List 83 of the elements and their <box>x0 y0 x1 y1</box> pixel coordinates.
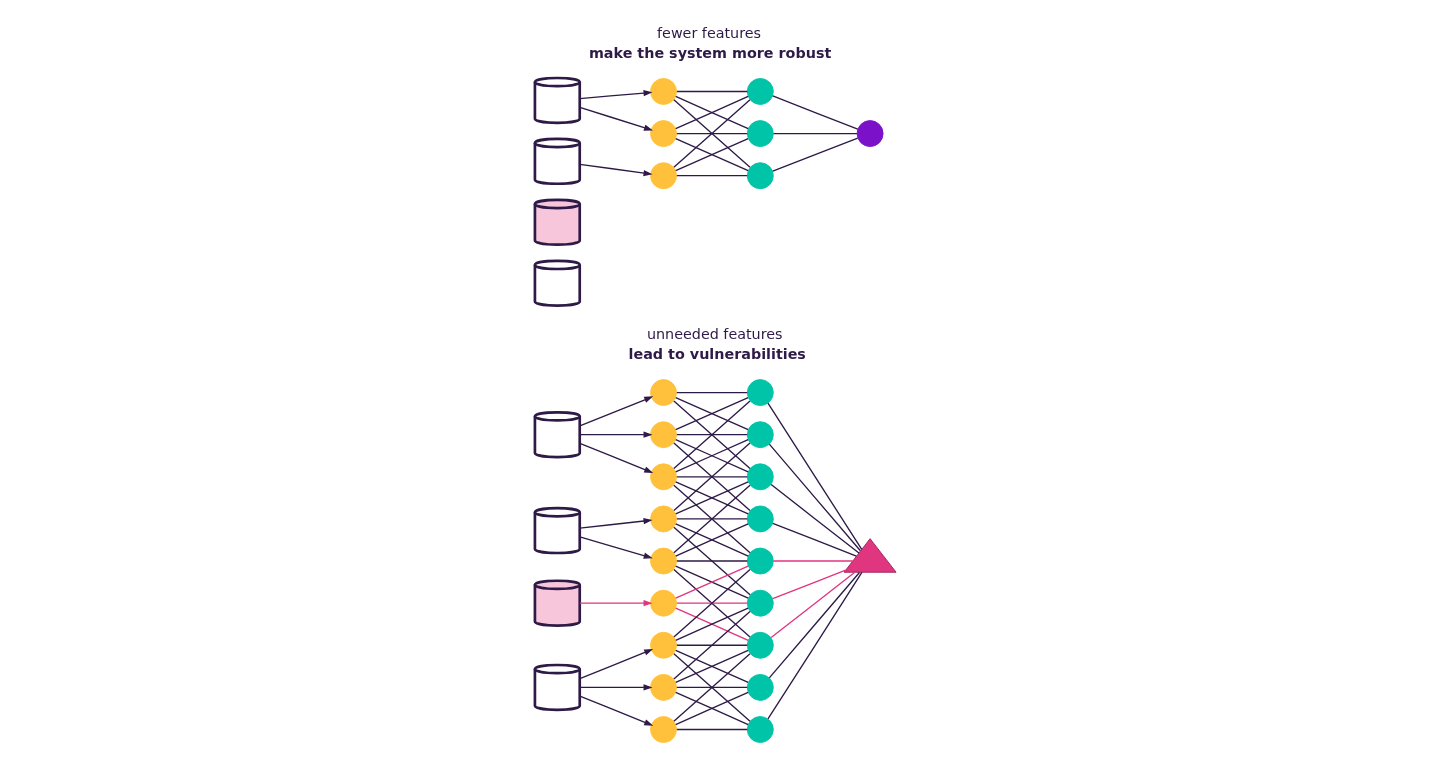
connector <box>675 476 748 478</box>
arrow <box>578 106 653 131</box>
node-circle <box>649 589 677 617</box>
node-circle <box>649 379 677 406</box>
node-circle <box>649 463 677 491</box>
connector <box>672 526 751 596</box>
node-circle <box>649 505 677 533</box>
node-circle <box>649 120 677 147</box>
connector <box>674 95 749 130</box>
connector <box>770 483 860 554</box>
connector <box>672 610 751 680</box>
arrow <box>578 431 652 438</box>
connector <box>675 686 748 689</box>
connector <box>674 439 749 473</box>
connector <box>672 568 751 638</box>
arrow <box>578 649 653 680</box>
connector <box>675 728 748 731</box>
connector <box>675 132 748 135</box>
node-circle <box>746 78 774 105</box>
connector <box>771 522 857 557</box>
node-circle <box>746 379 774 406</box>
node-circle <box>746 673 774 701</box>
node-circle <box>746 421 774 449</box>
label: lead to vulnerabilities <box>628 346 806 363</box>
connector <box>674 137 749 172</box>
arrow <box>578 695 653 726</box>
arrow <box>578 163 652 177</box>
arrow <box>578 442 653 473</box>
connector <box>768 443 861 552</box>
connector <box>672 400 751 470</box>
label: make the system more robust <box>588 45 831 62</box>
arrow <box>578 536 653 559</box>
connector <box>675 518 748 520</box>
arrow <box>578 89 652 100</box>
connector <box>672 442 751 512</box>
connector <box>675 434 748 436</box>
node-circle <box>746 162 774 190</box>
label: fewer features <box>656 24 761 41</box>
node-circle <box>746 547 774 575</box>
node-circle <box>649 631 677 659</box>
node-circle <box>649 673 677 701</box>
label: unneeded features <box>646 325 783 342</box>
node-circle <box>746 120 774 147</box>
connector <box>674 607 749 641</box>
connector <box>672 484 751 554</box>
node-circle <box>746 589 774 617</box>
connector <box>771 95 858 130</box>
connector <box>674 481 749 515</box>
node-circle <box>649 421 677 449</box>
node-circle <box>746 463 774 491</box>
connector <box>771 569 846 600</box>
connector <box>675 90 748 93</box>
arrow <box>578 517 652 529</box>
connector <box>674 396 749 431</box>
node-circle <box>649 162 677 190</box>
node-triangle <box>843 538 897 573</box>
node-circle <box>746 631 774 659</box>
arrow <box>578 396 653 427</box>
connector <box>675 644 748 646</box>
arrow <box>578 600 652 607</box>
connector <box>674 691 749 726</box>
connector <box>766 402 862 551</box>
connector <box>768 571 860 679</box>
connector <box>674 523 749 557</box>
connector <box>675 560 748 562</box>
connector <box>771 137 858 172</box>
connector <box>675 175 748 177</box>
node-circle <box>649 78 677 105</box>
connector <box>766 571 863 720</box>
arrow <box>578 684 652 691</box>
connector <box>770 571 855 639</box>
connector <box>674 565 749 599</box>
connector <box>772 132 858 135</box>
connector <box>672 99 751 168</box>
node-circle <box>746 505 774 533</box>
connector <box>675 602 748 604</box>
connector <box>674 649 749 684</box>
node-circle <box>649 547 677 575</box>
connector <box>675 391 748 394</box>
node-circle <box>746 716 774 743</box>
node-circle <box>649 716 677 743</box>
connector <box>772 560 853 562</box>
node-circle <box>856 120 884 147</box>
